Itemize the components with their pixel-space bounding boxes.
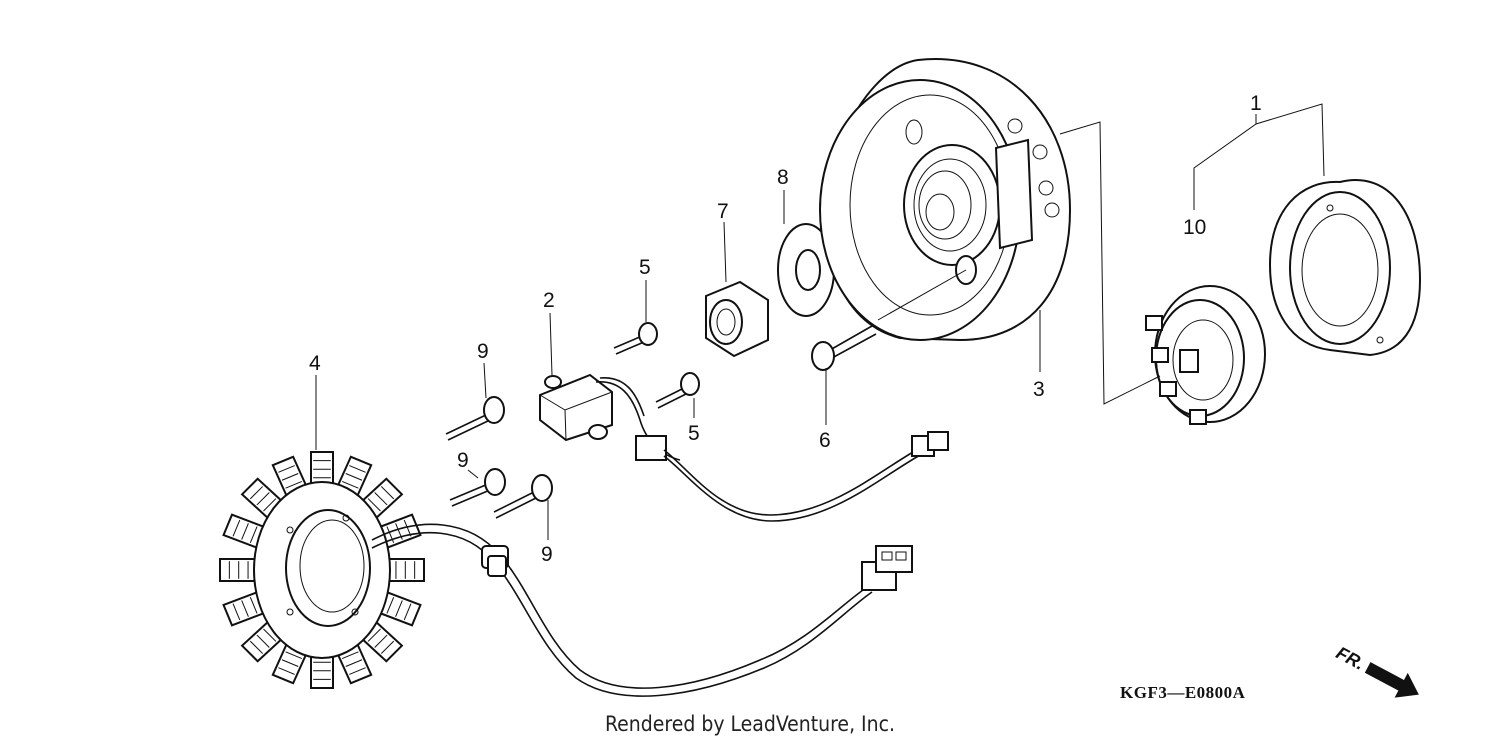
pulse-generator (539, 373, 949, 522)
callout-1: 1 (1250, 92, 1262, 115)
callout-6: 6 (819, 429, 831, 452)
callout-3: 3 (1033, 378, 1045, 401)
stator-winding-line (374, 634, 388, 648)
stator-winding-line (349, 667, 366, 675)
callout-4: 4 (309, 352, 321, 375)
stator-winding-line (345, 659, 363, 667)
callout-9a: 9 (477, 340, 489, 363)
flywheel-nut (705, 280, 769, 358)
stator-winding-line (249, 640, 264, 654)
flywheel-bolt (811, 269, 967, 371)
stator-winding-line (403, 519, 412, 537)
stator-winding-line (367, 498, 381, 512)
callout-9c: 9 (541, 543, 553, 566)
stator-winding-line (386, 596, 395, 614)
washer (777, 223, 835, 317)
stator-winding-line (278, 465, 295, 473)
stator-winding-line (374, 492, 388, 506)
stator-winding-line (281, 473, 299, 481)
front-label: FR. (1333, 643, 1368, 674)
stator-assembly (219, 451, 913, 697)
stator-winding-line (380, 640, 395, 654)
stator-winding-line (256, 634, 270, 648)
stator-winding-line (380, 486, 395, 500)
stator-winding-line (249, 486, 264, 500)
stator-winding-line (256, 492, 270, 506)
stator-winding-line (349, 465, 366, 473)
stator-winding-line (278, 667, 295, 675)
callout-9b: 9 (457, 449, 469, 472)
stator-winding-line (281, 659, 299, 667)
callout-7: 7 (717, 200, 729, 223)
stator-winding-line (241, 523, 249, 540)
stator-winding-line (232, 519, 241, 537)
stator-winding-line (232, 603, 241, 621)
stator-winding-line (341, 651, 359, 660)
flywheel (819, 58, 1072, 342)
stator-winding-line (345, 473, 363, 481)
front-direction-indicator: FR. (1333, 643, 1419, 698)
stator-winding-line (341, 480, 359, 489)
stator-winding-line (249, 596, 258, 614)
stator-winding-line (367, 628, 381, 642)
stator-winding-line (403, 603, 412, 621)
starter-clutch-outer-ring (1268, 179, 1422, 357)
footer-credit: Rendered by LeadVenture, Inc. (605, 712, 895, 736)
stator-winding-line (285, 651, 303, 660)
front-arrow-icon (1364, 662, 1419, 698)
stator-winding-line (241, 600, 249, 617)
pulse-generator-bolt-upper (613, 322, 658, 355)
callout-5a: 5 (639, 256, 651, 279)
callout-10: 10 (1183, 216, 1206, 239)
stator-winding-line (249, 526, 258, 544)
stator-bolt-upper (445, 396, 505, 441)
pulse-generator-bolt-lower (655, 372, 700, 409)
stator-bolt-lower (493, 474, 553, 519)
stator-winding-line (285, 480, 303, 489)
diagram-code: KGF3—E0800A (1120, 683, 1246, 702)
callout-5b: 5 (688, 422, 700, 445)
stator-winding-line (263, 628, 277, 642)
stator-bolt-middle (449, 468, 506, 507)
stator-winding-line (263, 498, 277, 512)
stator-winding-line (395, 600, 403, 617)
leader-lines (315, 103, 1325, 540)
callout-2: 2 (543, 289, 555, 312)
callout-8: 8 (777, 166, 789, 189)
starter-clutch (1145, 285, 1266, 425)
